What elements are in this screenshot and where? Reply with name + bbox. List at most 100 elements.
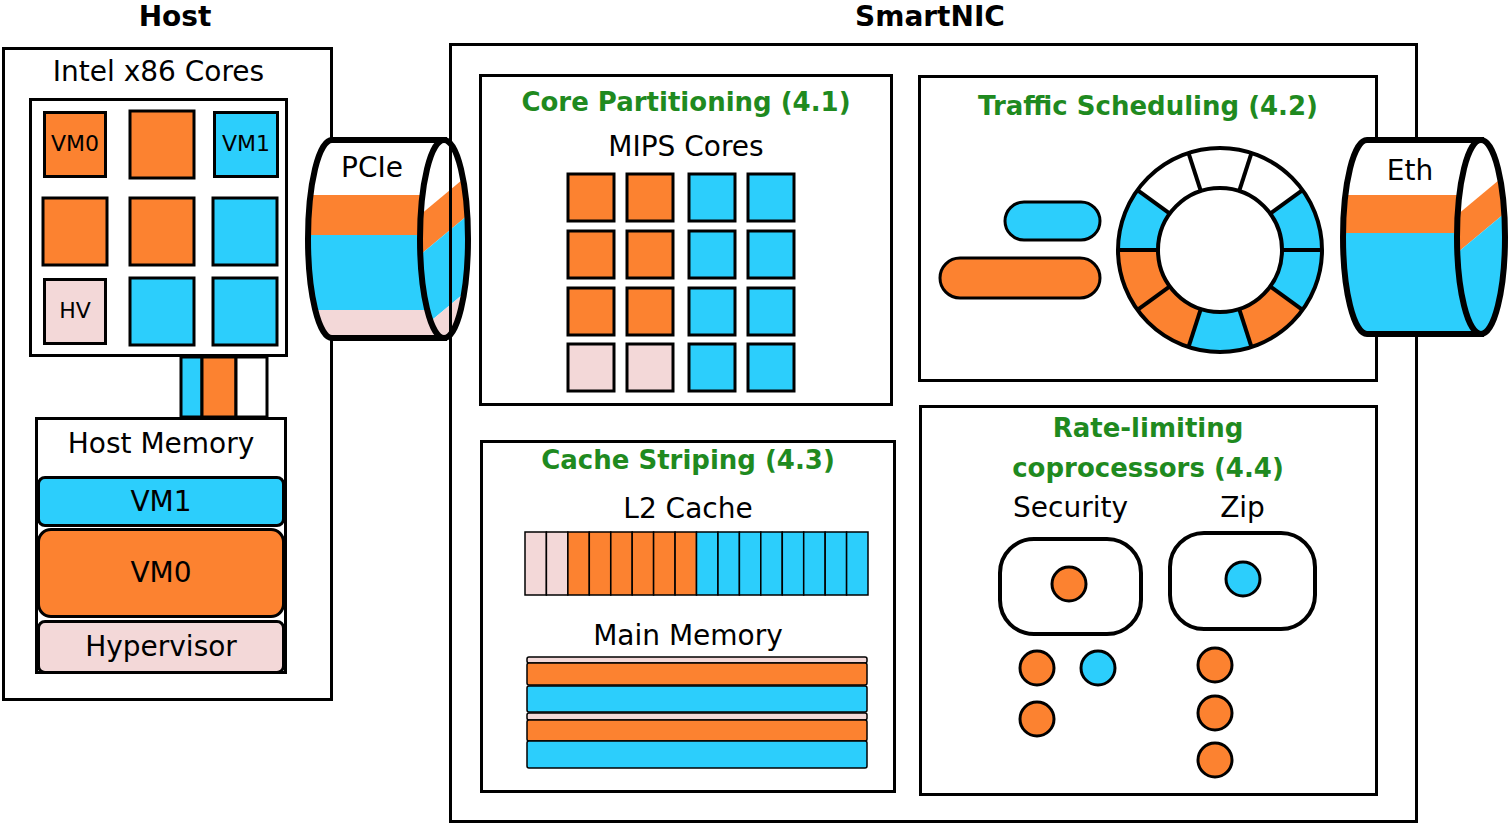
section-box: Rate-limiting coprocessors (4.4)Security… <box>919 405 1378 796</box>
node-label: MIPS Cores <box>479 130 893 164</box>
node-label: VM0 <box>43 131 107 157</box>
core-square: VM0 <box>43 111 107 178</box>
section-box: Cache Striping (4.3) L2 CacheMain Memory <box>480 440 896 793</box>
cache-line <box>632 532 653 595</box>
cache-line <box>654 532 675 595</box>
cache-line <box>761 532 782 595</box>
cylinder-shape <box>1457 140 1505 334</box>
ring-buffer <box>1117 147 1324 354</box>
mips-core <box>627 174 673 221</box>
core-grid: Intel x86 CoresVM0VM1HV <box>29 98 288 357</box>
cache-line <box>804 532 825 595</box>
core-square: HV <box>43 278 107 345</box>
mips-core <box>689 344 735 391</box>
node-label: Host Memory <box>35 427 287 461</box>
node-label: Main Memory <box>480 619 896 653</box>
ring-outline <box>1118 148 1322 352</box>
memory-link <box>202 357 236 417</box>
heading-label: Cache Striping (4.3) <box>488 445 888 476</box>
cache-line <box>782 532 803 595</box>
memory-box: Host MemoryVM1VM0Hypervisor <box>35 417 287 674</box>
ring-outline <box>1188 309 1200 347</box>
cache-line <box>568 532 589 595</box>
ring-outline <box>1137 190 1169 214</box>
memory-stripe <box>527 657 867 663</box>
mips-core <box>748 344 794 391</box>
node-label: VM0 <box>37 556 285 590</box>
mips-core <box>568 231 614 278</box>
heading-label: Traffic Scheduling (4.2) <box>918 91 1378 122</box>
mips-core <box>568 174 614 221</box>
section-box: Traffic Scheduling (4.2) <box>918 75 1378 382</box>
cylinder-shape <box>420 140 468 338</box>
memory-stripe <box>527 663 867 685</box>
ring-buffer <box>1117 147 1324 354</box>
request-dot <box>1052 567 1086 601</box>
node-label: VM1 <box>37 485 285 519</box>
cache-line <box>525 532 546 595</box>
ring-buffer <box>1117 147 1324 354</box>
ring-outline <box>1270 190 1302 214</box>
core-square <box>213 278 277 345</box>
mips-core <box>627 288 673 335</box>
request-dot <box>1081 651 1115 685</box>
core-square <box>213 198 277 265</box>
ring-buffer <box>1105 135 1334 364</box>
cache-line <box>825 532 846 595</box>
ring-buffer <box>1105 135 1334 364</box>
ring-buffer <box>1117 147 1324 354</box>
smartnic-box: SmartNICCore Partitioning (4.1)MIPS Core… <box>449 43 1418 823</box>
cache-line <box>546 532 567 595</box>
mips-core <box>627 344 673 391</box>
ring-outline <box>1118 248 1158 252</box>
mips-core <box>568 288 614 335</box>
mips-core <box>627 231 673 278</box>
memory-band: VM1 <box>37 476 285 527</box>
memory-link <box>181 357 202 417</box>
mips-core <box>689 231 735 278</box>
core-square <box>130 278 194 345</box>
memory-stripe <box>527 686 867 712</box>
core-square <box>130 111 194 178</box>
mips-core <box>748 288 794 335</box>
ring-outline <box>1282 248 1322 252</box>
cache-line <box>589 532 610 595</box>
mips-core <box>568 344 614 391</box>
node-label: Intel x86 Cores <box>23 55 294 89</box>
cache-line <box>718 532 739 595</box>
heading-label: Core Partitioning (4.1) <box>479 87 893 118</box>
core-square <box>43 111 194 265</box>
mips-core <box>689 174 735 221</box>
heading-label: Host <box>75 0 275 34</box>
mips-core <box>748 231 794 278</box>
ring-outline <box>1158 188 1282 312</box>
request-dot <box>1198 648 1232 682</box>
node-label: Security <box>968 491 1173 525</box>
mips-core <box>748 174 794 221</box>
request-dot <box>1198 696 1232 730</box>
request-dot <box>1020 651 1054 685</box>
memory-band: Hypervisor <box>37 620 285 674</box>
pcie-cylinder: PCIe <box>305 137 471 341</box>
node-label: Eth <box>1365 154 1455 188</box>
node-label: L2 Cache <box>480 492 896 526</box>
memory-band: VM0 <box>37 528 285 618</box>
cache-line <box>525 532 868 595</box>
memory-stripe <box>527 720 867 741</box>
cache-line <box>675 532 696 595</box>
eth-cylinder: Eth <box>1340 137 1508 337</box>
mips-core <box>568 174 794 391</box>
ring-outline <box>1270 286 1302 310</box>
core-square <box>43 198 107 265</box>
node-label: Zip <box>1168 491 1317 525</box>
ring-outline <box>1239 153 1251 191</box>
host-box: HostIntel x86 CoresVM0VM1HVHost MemoryVM… <box>2 47 333 701</box>
core-square <box>130 198 194 265</box>
node-label: PCIe <box>327 151 417 185</box>
node-label: VM1 <box>213 131 279 157</box>
request-dot <box>1198 743 1232 777</box>
memory-stripe <box>527 741 867 768</box>
memory-link <box>181 357 267 417</box>
ring-outline <box>1137 286 1169 310</box>
request-dot <box>1226 562 1260 596</box>
